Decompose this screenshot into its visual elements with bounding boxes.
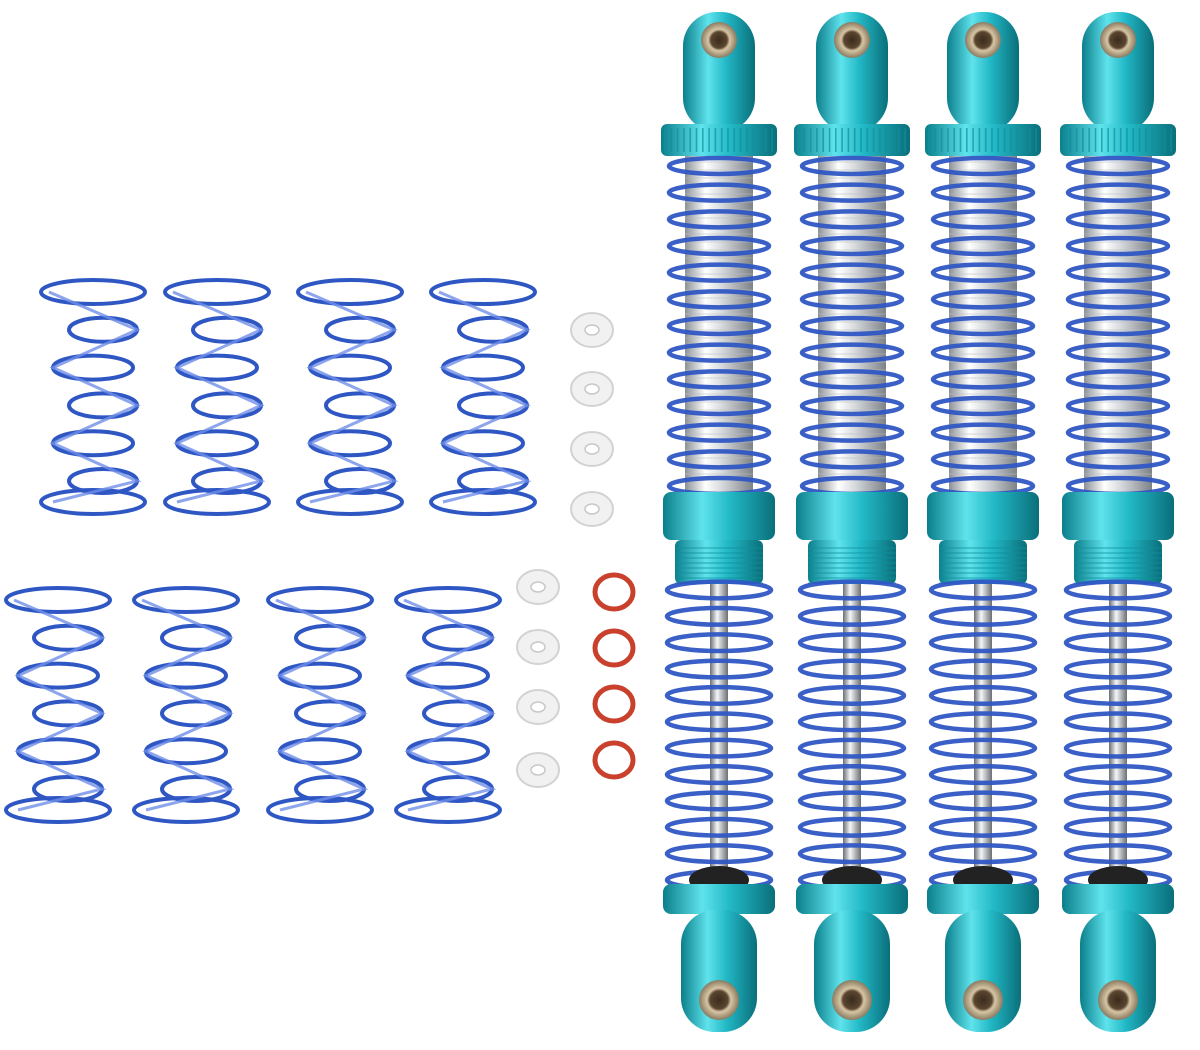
white-washer bbox=[570, 431, 614, 467]
white-washer bbox=[516, 569, 560, 605]
shock-absorbers-group bbox=[661, 12, 1176, 1032]
white-washer bbox=[516, 752, 560, 788]
top-bushing bbox=[965, 22, 1001, 58]
bottom-bushing bbox=[832, 980, 872, 1020]
white-washer bbox=[516, 689, 560, 725]
white-washer bbox=[516, 629, 560, 665]
loose-spring bbox=[4, 586, 112, 824]
bottom-bushing bbox=[699, 980, 739, 1020]
loose-spring bbox=[163, 278, 271, 516]
white-washers-group bbox=[516, 312, 614, 788]
white-washer bbox=[570, 491, 614, 527]
loose-spring bbox=[132, 586, 240, 824]
shock-absorber bbox=[661, 12, 777, 1032]
white-washer bbox=[570, 371, 614, 407]
loose-spring bbox=[266, 586, 374, 824]
bottom-bushing bbox=[1098, 980, 1138, 1020]
red-oring bbox=[592, 572, 636, 612]
shock-absorber bbox=[925, 12, 1041, 1032]
red-oring bbox=[592, 628, 636, 668]
loose-spring bbox=[394, 586, 502, 824]
loose-spring bbox=[296, 278, 404, 516]
red-orings-group bbox=[592, 572, 636, 780]
top-bushing bbox=[834, 22, 870, 58]
loose-spring bbox=[39, 278, 147, 516]
loose-springs-group bbox=[4, 278, 537, 824]
shock-absorber bbox=[1060, 12, 1176, 1032]
top-bushing bbox=[1100, 22, 1136, 58]
top-bushing bbox=[701, 22, 737, 58]
red-oring bbox=[592, 684, 636, 724]
shock-absorber bbox=[794, 12, 910, 1032]
bottom-bushing bbox=[963, 980, 1003, 1020]
red-oring bbox=[592, 740, 636, 780]
loose-spring bbox=[429, 278, 537, 516]
white-washer bbox=[570, 312, 614, 348]
